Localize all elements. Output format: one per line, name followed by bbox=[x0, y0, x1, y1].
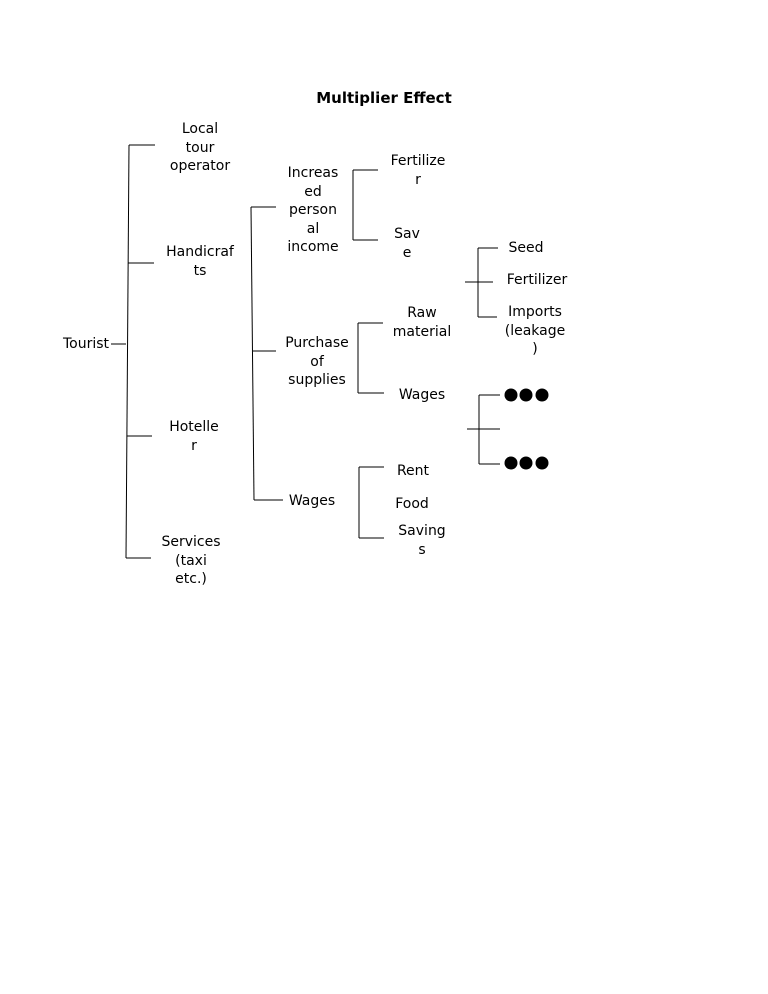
node-increased-personal-income: Increas ed person al income bbox=[287, 165, 339, 255]
diagram-title: Multiplier Effect bbox=[316, 89, 452, 107]
node-tourist: Tourist bbox=[62, 336, 110, 352]
node-seed: Seed bbox=[508, 240, 544, 256]
node-rent: Rent bbox=[396, 463, 430, 479]
ellipsis-dots-upper bbox=[504, 388, 549, 402]
node-local-tour-operator: Local tour operator bbox=[169, 121, 231, 174]
bracket-level1-spine bbox=[125, 144, 130, 559]
bracket-level2-spine bbox=[250, 206, 255, 501]
node-fertilizer-level4: Fertilizer bbox=[506, 272, 568, 288]
ellipsis-dots-lower bbox=[504, 456, 549, 470]
node-wages-level3: Wages bbox=[398, 387, 446, 403]
node-imports-leakage: Imports (leakage ) bbox=[504, 304, 566, 357]
node-savings: Saving s bbox=[398, 523, 446, 558]
node-food: Food bbox=[395, 496, 429, 512]
node-wages-level2: Wages bbox=[288, 493, 336, 509]
node-fertilizer-level3: Fertilize r bbox=[390, 153, 446, 188]
node-save: Sav e bbox=[394, 226, 420, 261]
node-hotelier: Hotelle r bbox=[169, 419, 219, 454]
node-raw-material: Raw material bbox=[392, 305, 452, 340]
node-purchase-of-supplies: Purchase of supplies bbox=[285, 335, 349, 388]
node-services: Services (taxi etc.) bbox=[161, 534, 221, 587]
node-handicrafts: Handicraf ts bbox=[166, 244, 234, 279]
